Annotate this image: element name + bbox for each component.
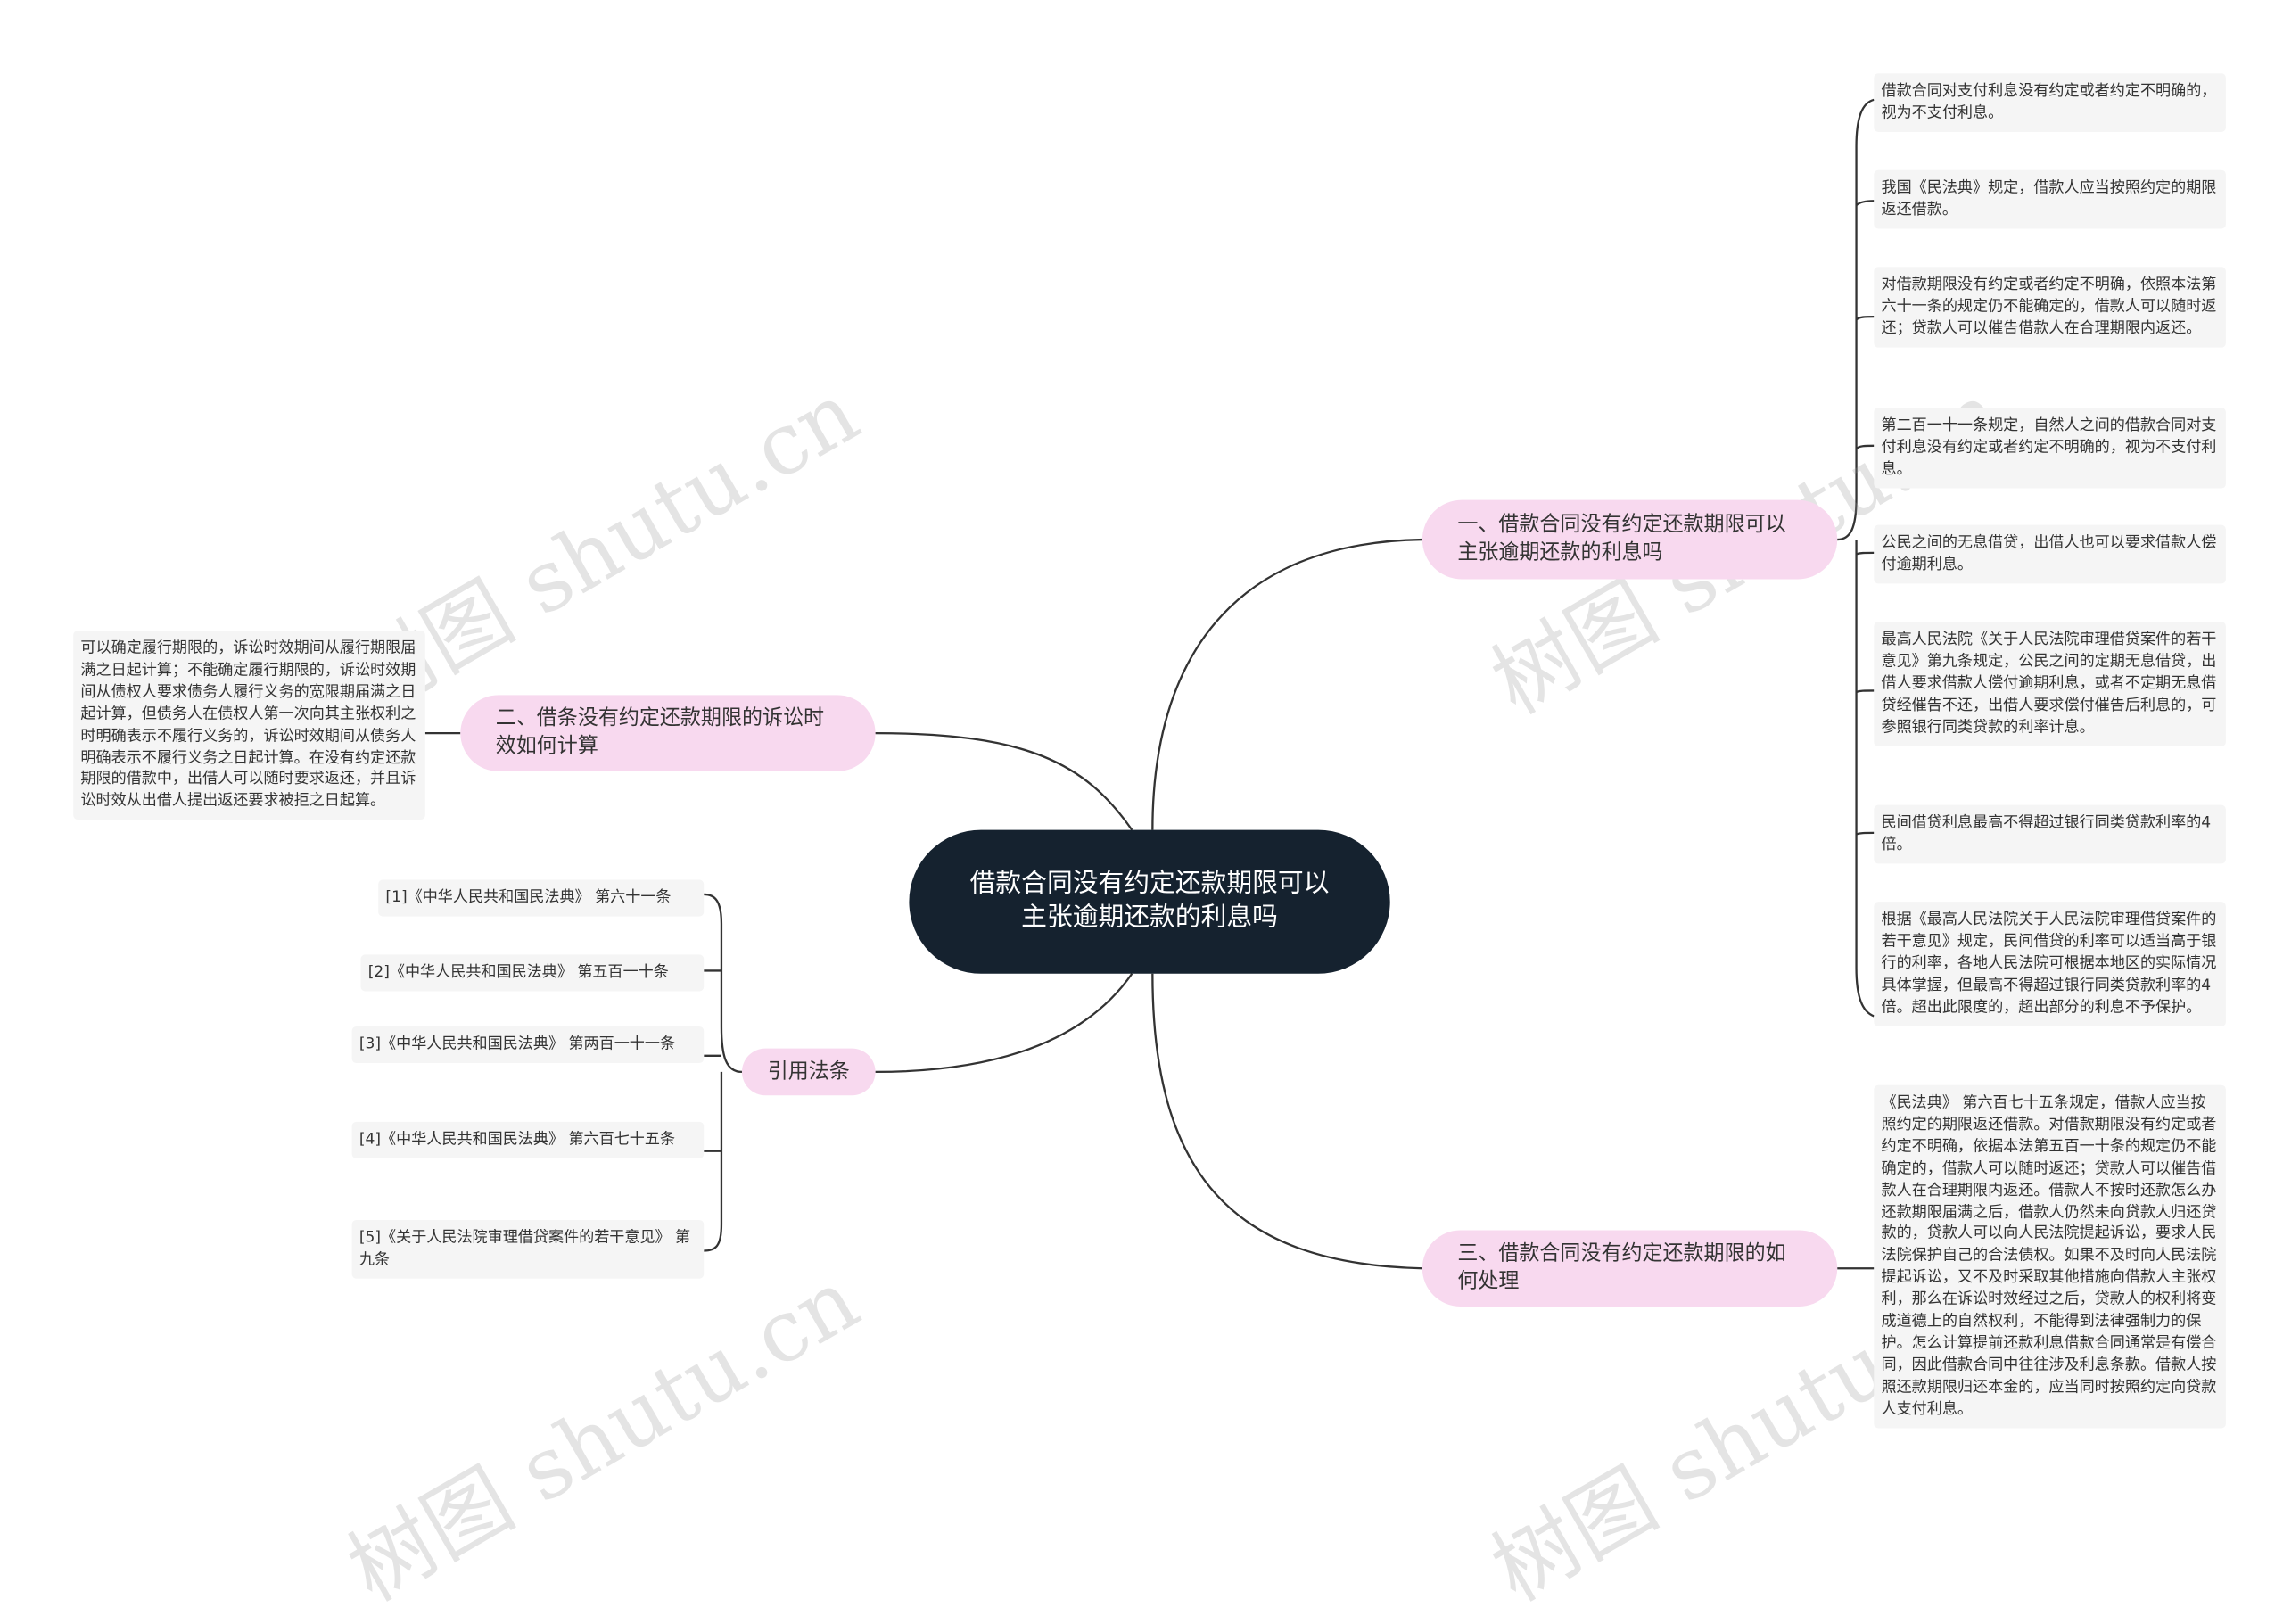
branch-topic-text: 引用法条 [767, 1059, 850, 1084]
leaf-topic[interactable]: 公民之间的无息借贷，出借人也可以要求借款人偿付逾期利息。 [1874, 524, 2226, 584]
leaf-topic[interactable]: 第二百一十一条规定，自然人之间的借款合同对支付利息没有约定或者约定不明确的，视为… [1874, 408, 2226, 489]
leaf-topic[interactable]: [3]《中华人民共和国民法典》 第两百一十一条 [351, 1026, 705, 1063]
edge-b3-leaves [704, 893, 743, 1252]
leaf-topic[interactable]: 对借款期限没有约定或者约定不明确，依照本法第六十一条的规定仍不能确定的，借款人可… [1874, 267, 2226, 348]
leaf-topic[interactable]: [2]《中华人民共和国民法典》 第五百一十条 [360, 954, 705, 992]
branch-topic-text: 三、借款合同没有约定还款期限的如何处理 [1457, 1241, 1786, 1294]
leaf-topic[interactable]: 我国《民法典》规定，借款人应当按照约定的期限返还借款。 [1874, 169, 2226, 229]
connector-lines [424, 98, 1875, 1270]
edge-b1-leaves [1837, 98, 1875, 1018]
branch-topic-4[interactable]: 三、借款合同没有约定还款期限的如何处理 [1422, 1230, 1838, 1307]
leaf-topic[interactable]: 《民法典》 第六百七十五条规定，借款人应当按照约定的期限返还借款。对借款期限没有… [1874, 1084, 2226, 1428]
leaf-topic[interactable]: [5]《关于人民法院审理借贷案件的若干意见》 第九条 [351, 1219, 705, 1279]
branch-topic-1[interactable]: 一、借款合同没有约定还款期限可以主张逾期还款的利息吗 [1422, 499, 1838, 580]
leaf-topic[interactable]: 借款合同对支付利息没有约定或者约定不明确的，视为不支付利息。 [1874, 73, 2226, 132]
root-topic[interactable]: 借款合同没有约定还款期限可以主张逾期还款的利息吗 [909, 829, 1390, 974]
root-topic-text: 借款合同没有约定还款期限可以主张逾期还款的利息吗 [969, 870, 1330, 933]
leaf-topic[interactable]: [4]《中华人民共和国民法典》 第六百七十五条 [351, 1121, 705, 1158]
leaf-topic[interactable]: 可以确定履行期限的，诉讼时效期间从履行期限届满之日起计算；不能确定履行期限的，诉… [73, 631, 425, 820]
leaf-topic[interactable]: 最高人民法院《关于人民法院审理借贷案件的若干意见》第九条规定，公民之间的定期无息… [1874, 622, 2226, 746]
leaf-topic[interactable]: [1]《中华人民共和国民法典》 第六十一条 [378, 879, 705, 917]
leaf-topic[interactable]: 民间借贷利息最高不得超过银行同类贷款利率的4倍。 [1874, 804, 2226, 864]
edge-root-b3 [875, 973, 1133, 1074]
edge-root-b4 [1151, 973, 1422, 1270]
mind-map-canvas: 树图 shutu.cn 树图 shutu.cn 树图 shutu.cn 树图 s… [73, 73, 2226, 1621]
leaf-topic[interactable]: 根据《最高人民法院关于人民法院审理借贷案件的若干意见》规定，民间借贷的利率可以适… [1874, 902, 2226, 1026]
branch-topic-3[interactable]: 引用法条 [741, 1048, 876, 1096]
branch-topic-2[interactable]: 二、借条没有约定还款期限的诉讼时效如何计算 [460, 695, 876, 771]
edge-root-b2 [875, 731, 1133, 831]
edge-root-b1 [1151, 538, 1422, 830]
branch-topic-text: 一、借款合同没有约定还款期限可以主张逾期还款的利息吗 [1457, 513, 1786, 565]
branch-topic-text: 二、借条没有约定还款期限的诉讼时效如何计算 [495, 706, 825, 759]
